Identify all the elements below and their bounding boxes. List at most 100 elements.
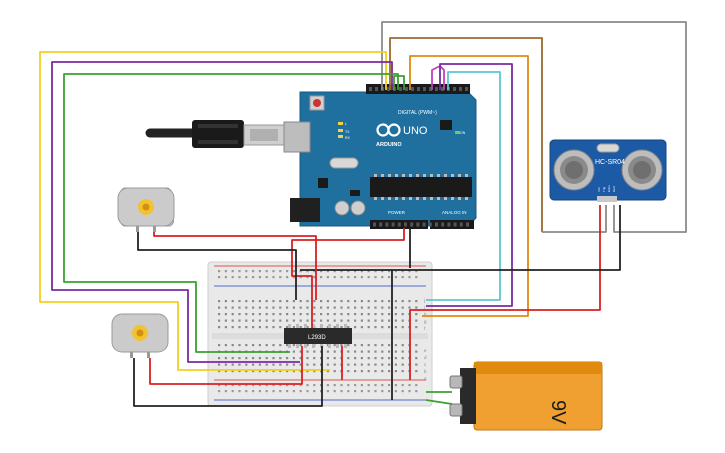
row-letter: a: [424, 376, 427, 381]
rail-hole: [394, 276, 397, 279]
breadboard-hole: [292, 300, 295, 303]
breadboard-hole: [381, 350, 384, 353]
breadboard-hole: [347, 363, 350, 366]
mcu-pin: [388, 197, 391, 200]
breadboard-hole: [313, 357, 316, 360]
breadboard-hole: [286, 313, 289, 316]
rail-hole: [320, 270, 323, 273]
ic-pin: [296, 324, 299, 328]
breadboard-hole: [333, 306, 336, 309]
rail-hole: [347, 276, 350, 279]
rail-hole: [320, 276, 323, 279]
breadboard-hole: [306, 363, 309, 366]
rail-hole: [245, 384, 248, 387]
row-letter: b: [424, 369, 427, 374]
breadboard-hole: [381, 319, 384, 322]
breadboard-hole: [367, 350, 370, 353]
breadboard-hole: [286, 300, 289, 303]
breadboard-hole: [218, 300, 221, 303]
l293d-driver-ic[interactable]: L293D: [284, 324, 352, 348]
breadboard-hole: [306, 357, 309, 360]
breadboard-hole: [374, 344, 377, 347]
rail-hole: [354, 384, 357, 387]
breadboard-hole: [218, 363, 221, 366]
breadboard-hole: [333, 344, 336, 347]
rail-hole: [374, 270, 377, 273]
rail-hole: [326, 276, 329, 279]
header-pin: [453, 222, 457, 227]
ic-pin: [304, 324, 307, 328]
rail-hole: [238, 390, 241, 393]
rail-hole: [340, 276, 343, 279]
row-letter: e: [424, 348, 427, 353]
breadboard-hole: [333, 300, 336, 303]
header-pin: [411, 87, 414, 91]
breadboard-hole: [231, 344, 234, 347]
breadboard-hole: [394, 313, 397, 316]
rail-hole: [292, 384, 295, 387]
rail-hole: [292, 390, 295, 393]
breadboard-hole: [258, 344, 261, 347]
breadboard-hole: [272, 313, 275, 316]
breadboard-hole: [381, 306, 384, 309]
breadboard-hole: [238, 344, 241, 347]
breadboard-hole: [265, 306, 268, 309]
breadboard-hole: [415, 319, 418, 322]
sensor-pin-vcc: Vcc: [597, 186, 601, 192]
microcontroller-pins: [374, 174, 468, 200]
breadboard-hole: [245, 306, 248, 309]
rail-hole: [394, 384, 397, 387]
breadboard-hole: [388, 357, 391, 360]
breadboard-hole: [272, 344, 275, 347]
rail-hole: [394, 270, 397, 273]
breadboard-hole: [306, 370, 309, 373]
breadboard-hole: [286, 344, 289, 347]
header-pin: [441, 87, 444, 91]
breadboard-hole: [340, 319, 343, 322]
breadboard-hole: [245, 363, 248, 366]
rail-hole: [299, 384, 302, 387]
breadboard-hole: [326, 300, 329, 303]
breadboard-hole: [354, 350, 357, 353]
header-pin: [453, 87, 456, 91]
rail-hole: [388, 390, 391, 393]
breadboard-hole: [340, 313, 343, 316]
ic-pin: [328, 324, 331, 328]
rail-hole: [224, 384, 227, 387]
capacitor: [350, 200, 366, 216]
rail-hole: [231, 276, 234, 279]
arduino-uno[interactable]: DIGITAL (PWM~) ARDUINO UNO TX RX L ON PO…: [145, 84, 477, 229]
breadboard-hole: [388, 370, 391, 373]
breadboard-hole: [299, 350, 302, 353]
breadboard-hole: [360, 319, 363, 322]
breadboard-hole: [238, 363, 241, 366]
breadboard-hole: [360, 363, 363, 366]
breadboard-hole: [272, 370, 275, 373]
dc-motor-top[interactable]: [117, 187, 175, 232]
breadboard-hole: [279, 357, 282, 360]
breadboard-hole: [333, 313, 336, 316]
breadboard-hole: [367, 344, 370, 347]
battery-9v[interactable]: 9V: [449, 361, 603, 431]
rail-hole: [252, 270, 255, 273]
rail-hole: [299, 276, 302, 279]
breadboard-hole: [333, 370, 336, 373]
breadboard-hole: [306, 344, 309, 347]
rail-hole: [360, 384, 363, 387]
breadboard-hole: [224, 357, 227, 360]
rail-hole: [258, 384, 261, 387]
breadboard-hole: [313, 313, 316, 316]
breadboard-hole: [313, 300, 316, 303]
mcu-pin: [444, 197, 447, 200]
breadboard-hole: [306, 313, 309, 316]
breadboard-hole: [279, 326, 282, 329]
breadboard-hole: [333, 319, 336, 322]
header-pin: [459, 87, 462, 91]
breadboard-hole: [245, 313, 248, 316]
mcu-pin: [465, 197, 468, 200]
dc-motor-bottom[interactable]: [111, 313, 169, 358]
ultrasonic-sensor[interactable]: HC-SR04 Vcc Trig Echo Gnd: [549, 139, 667, 202]
breadboard-hole: [272, 357, 275, 360]
breadboard-hole: [360, 326, 363, 329]
breadboard-hole: [238, 357, 241, 360]
